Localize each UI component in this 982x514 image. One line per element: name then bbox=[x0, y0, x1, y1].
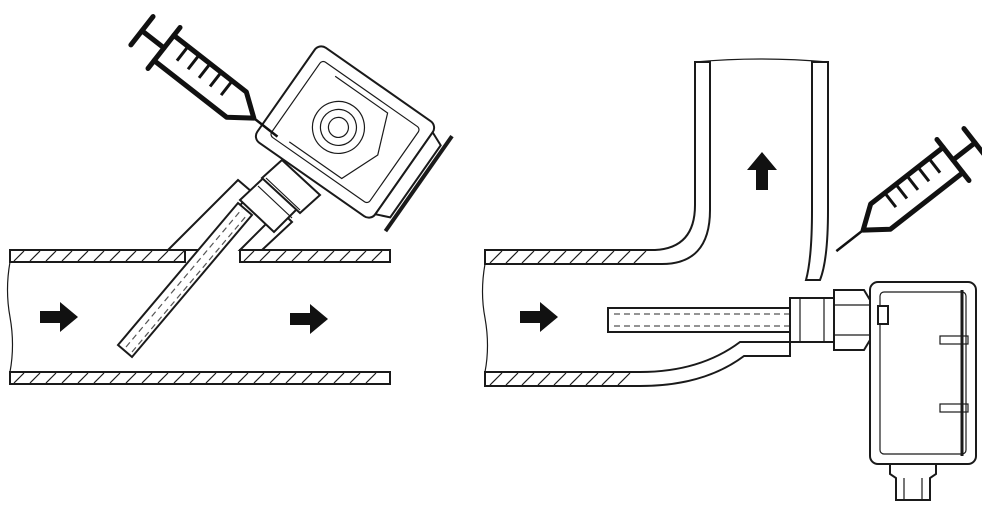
wall-hatch bbox=[189, 372, 201, 384]
wall-hatch bbox=[617, 372, 631, 386]
right-scene bbox=[481, 58, 982, 501]
wall-hatch bbox=[141, 250, 153, 262]
wall-hatch bbox=[371, 250, 383, 262]
wall-hatch bbox=[633, 250, 647, 264]
wall-hatch bbox=[601, 372, 615, 386]
wall-hatch bbox=[365, 372, 377, 384]
wall-hatch bbox=[553, 250, 567, 264]
wall-hatch bbox=[109, 250, 121, 262]
wall-hatch bbox=[125, 372, 137, 384]
wall-hatch bbox=[157, 250, 169, 262]
wall-hatch bbox=[339, 250, 351, 262]
wall-hatch bbox=[77, 372, 89, 384]
wall-hatch bbox=[125, 250, 137, 262]
right-pipe-elbow bbox=[481, 58, 829, 387]
left-flow-arrow-1 bbox=[40, 302, 78, 332]
wall-hatch bbox=[585, 372, 599, 386]
right-flow-arrow-1 bbox=[520, 302, 558, 332]
wall-hatch bbox=[173, 372, 185, 384]
wall-hatch bbox=[157, 372, 169, 384]
right-syringe-icon bbox=[835, 126, 982, 253]
right-probe-icon bbox=[607, 307, 799, 333]
left-syringe-icon bbox=[128, 14, 279, 138]
wall-hatch bbox=[505, 372, 519, 386]
right-flow-arrow-2 bbox=[747, 152, 777, 190]
wall-hatch bbox=[275, 250, 287, 262]
wall-hatch bbox=[301, 372, 313, 384]
right-duct-sensor-icon bbox=[869, 281, 977, 501]
wall-hatch bbox=[569, 250, 583, 264]
wall-hatch bbox=[521, 372, 535, 386]
wall-hatch bbox=[93, 250, 105, 262]
left-duct-sensor-icon bbox=[254, 45, 454, 233]
wall-hatch bbox=[553, 372, 567, 386]
wall-hatch bbox=[537, 250, 551, 264]
wall-hatch bbox=[221, 372, 233, 384]
wall-hatch bbox=[585, 250, 599, 264]
left-fitting bbox=[238, 158, 322, 234]
wall-hatch bbox=[29, 372, 41, 384]
wall-hatch bbox=[349, 372, 361, 384]
wall-hatch bbox=[355, 250, 367, 262]
wall-hatch bbox=[45, 250, 57, 262]
wall-hatch bbox=[505, 250, 519, 264]
wall-hatch bbox=[13, 250, 25, 262]
wall-hatch bbox=[141, 372, 153, 384]
wall-hatch bbox=[307, 250, 319, 262]
wall-hatch bbox=[173, 250, 185, 262]
wall-hatch bbox=[333, 372, 345, 384]
wall-hatch bbox=[521, 250, 535, 264]
wall-hatch bbox=[285, 372, 297, 384]
wall-hatch bbox=[537, 372, 551, 386]
wall-hatch bbox=[489, 372, 503, 386]
wall-hatch bbox=[323, 250, 335, 262]
left-pipe bbox=[6, 178, 391, 385]
wall-hatch bbox=[109, 372, 121, 384]
wall-hatch bbox=[61, 250, 73, 262]
wall-hatch bbox=[61, 372, 73, 384]
wall-hatch bbox=[45, 372, 57, 384]
wall-hatch bbox=[617, 250, 631, 264]
wall-hatch bbox=[237, 372, 249, 384]
wall-hatch bbox=[243, 250, 255, 262]
wall-hatch bbox=[93, 372, 105, 384]
wall-hatch bbox=[569, 372, 583, 386]
left-flow-arrow-2 bbox=[290, 304, 328, 334]
wall-hatch bbox=[259, 250, 271, 262]
wall-hatch bbox=[489, 250, 503, 264]
wall-hatch bbox=[317, 372, 329, 384]
right-fitting bbox=[789, 289, 871, 351]
wall-hatch bbox=[77, 250, 89, 262]
wall-hatch bbox=[205, 372, 217, 384]
wall-hatch bbox=[601, 250, 615, 264]
left-scene bbox=[6, 14, 454, 385]
left-probe-icon bbox=[116, 201, 254, 359]
wall-hatch bbox=[253, 372, 265, 384]
wall-hatch bbox=[13, 372, 25, 384]
wall-hatch bbox=[29, 250, 41, 262]
wall-hatch bbox=[291, 250, 303, 262]
wall-hatch bbox=[269, 372, 281, 384]
